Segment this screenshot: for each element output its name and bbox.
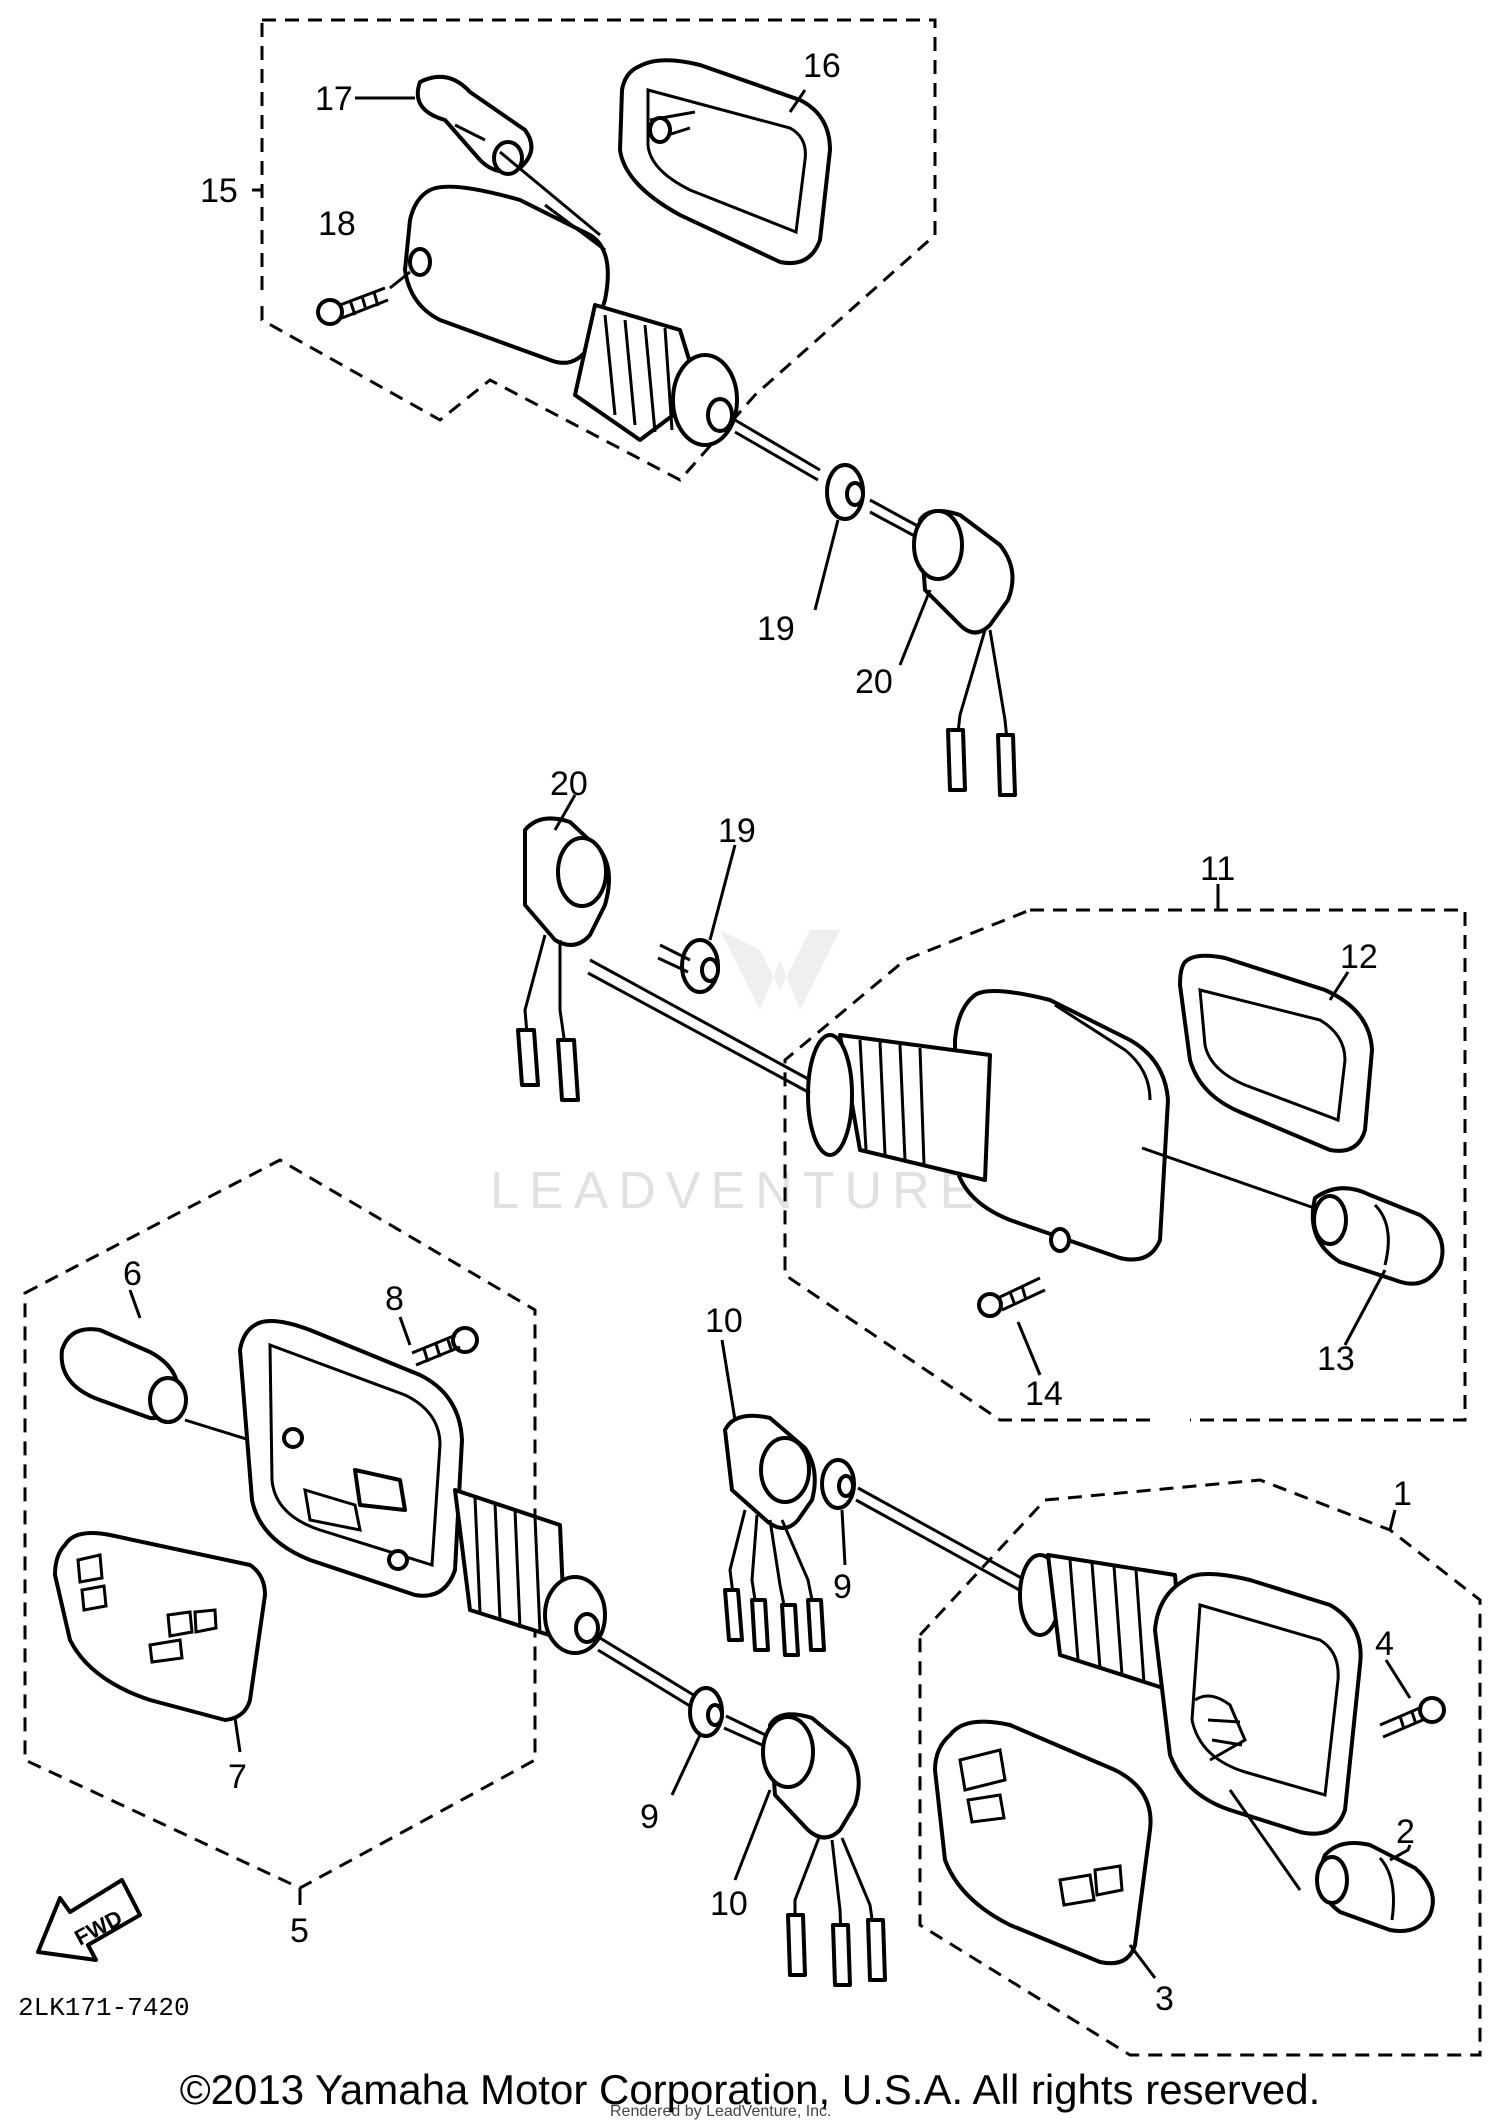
- grommet-19-top: [813, 463, 926, 611]
- callout-2: 2: [1396, 1813, 1415, 1851]
- assembly-5: [23, 1158, 711, 1905]
- boot-20-middle: [516, 794, 611, 1102]
- diagram-code: 2LK171-7420: [18, 1993, 190, 2023]
- housing-11: [953, 989, 1321, 1262]
- callout-9-center: 9: [833, 1568, 852, 1606]
- callout-1: 1: [1393, 1475, 1412, 1513]
- grommet-9-left: [670, 1686, 781, 1796]
- assembly-1: [918, 1478, 1482, 2057]
- screw-8: [398, 1316, 479, 1367]
- assembly-5-boundary: [23, 1158, 537, 1890]
- callout-numbers: 1 2 3 4 5 6 7 8 9 9 10 10 11 12 13 14 15…: [123, 47, 1415, 2018]
- bulb-13: [1310, 1186, 1445, 1346]
- callout-19-middle: 19: [718, 812, 756, 850]
- callout-19-top: 19: [757, 610, 795, 648]
- callout-4: 4: [1375, 1625, 1394, 1663]
- callout-18: 18: [318, 205, 356, 243]
- leadventure-watermark: LEADVENTURE: [490, 930, 984, 1220]
- boot-10-center: [720, 1339, 826, 1657]
- grommet-19-middle: [657, 844, 737, 994]
- bulb-2: [1315, 1841, 1435, 1933]
- housing-15: [403, 150, 610, 365]
- callout-11: 11: [1200, 850, 1235, 888]
- stem-1: [1018, 1553, 1187, 1697]
- callout-17: 17: [315, 80, 353, 118]
- lens-7: [53, 1531, 267, 1753]
- housing-1: [1153, 1572, 1363, 1891]
- assembly-11-boundary: [783, 908, 1467, 1422]
- boot-10-left: [733, 1712, 887, 1987]
- callout-6: 6: [123, 1255, 142, 1293]
- fwd-arrow-icon: FWD: [36, 1878, 142, 1962]
- callout-5: 5: [290, 1912, 309, 1950]
- callout-3: 3: [1155, 1980, 1174, 2018]
- leader-1: [1388, 1509, 1397, 1531]
- assembly-1-boundary: [918, 1478, 1482, 2057]
- callout-13: 13: [1317, 1340, 1355, 1378]
- callout-8: 8: [385, 1280, 404, 1318]
- housing-5: [238, 1319, 464, 1598]
- assembly-15-boundary: [260, 18, 937, 482]
- stem-11: [587, 958, 992, 1182]
- bulb-17: [415, 74, 534, 176]
- watermark-text: LEADVENTURE: [490, 1162, 984, 1220]
- callout-7: 7: [228, 1758, 247, 1796]
- callout-12: 12: [1340, 938, 1378, 976]
- callout-9-left: 9: [640, 1798, 659, 1836]
- callout-20-top: 20: [855, 663, 893, 701]
- callout-16: 16: [803, 47, 841, 85]
- callout-20-middle: 20: [550, 765, 588, 803]
- grommet-9-center: [820, 1458, 1026, 1594]
- stem-15: [573, 303, 821, 482]
- screw-18: [316, 270, 411, 326]
- leader-16: [788, 89, 807, 113]
- copyright-notice: ©2013 Yamaha Motor Corporation, U.S.A. A…: [179, 2066, 1321, 2113]
- screw-14: [977, 1276, 1046, 1376]
- assembly-11: [587, 884, 1467, 1422]
- assembly-15: [252, 18, 937, 482]
- callout-14: 14: [1025, 1375, 1063, 1413]
- screw-4: [1379, 1659, 1446, 1739]
- lens-3: [933, 1719, 1157, 1979]
- boot-20-top: [898, 509, 1017, 797]
- lens-16: [618, 58, 832, 265]
- callout-10-center: 10: [705, 1302, 743, 1340]
- callout-15: 15: [200, 172, 238, 210]
- rendered-by-note: Rendered by LeadVenture, Inc.: [610, 2103, 832, 2120]
- stem-5: [453, 1488, 711, 1719]
- lens-12: [1178, 953, 1374, 1153]
- callout-10-left: 10: [710, 1885, 748, 1923]
